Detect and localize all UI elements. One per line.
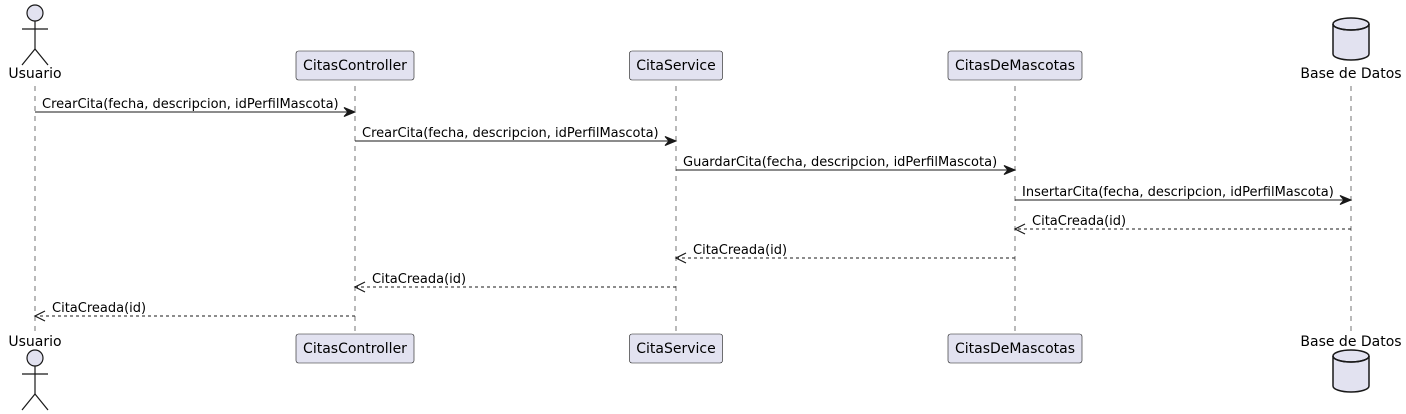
participant-label: Base de Datos [1300, 334, 1401, 350]
message-6: CitaCreada(id) [674, 243, 1015, 264]
participant-box [629, 333, 723, 364]
participant-label: CitaService [636, 58, 715, 74]
database-icon [1332, 17, 1370, 61]
participant-label: Usuario [8, 334, 61, 350]
message-label: CrearCita(fecha, descripcion, idPerfilMa… [42, 97, 339, 112]
message-5: CitaCreada(id) [1013, 214, 1351, 235]
participant-box [295, 50, 415, 81]
participant-label: Base de Datos [1300, 66, 1401, 82]
participant-basededatos-bottom: Base de Datos [1300, 334, 1402, 393]
message-label: CitaCreada(id) [52, 301, 146, 316]
message-label: CrearCita(fecha, descripcion, idPerfilMa… [362, 126, 659, 141]
participant-citaservice-bottom: CitaService [629, 333, 723, 364]
participant-citasdemascotas-top: CitasDeMascotas [947, 50, 1083, 81]
participant-citasdemascotas-bottom: CitasDeMascotas [947, 333, 1083, 364]
participant-box [295, 333, 415, 364]
participant-label: CitasDeMascotas [955, 341, 1075, 357]
message-label: CitaCreada(id) [372, 272, 466, 287]
actor-usuario-bottom: Usuario [8, 334, 62, 411]
participant-box [947, 50, 1083, 81]
participant-citascontroller-bottom: CitasController [295, 333, 415, 364]
participant-label: CitaService [636, 341, 715, 357]
message-label: CitaCreada(id) [693, 243, 787, 258]
message-label: CitaCreada(id) [1032, 214, 1126, 229]
message-8: CitaCreada(id) [33, 301, 355, 322]
message-4: InsertarCita(fecha, descripcion, idPerfi… [1015, 185, 1353, 205]
database-icon [1332, 349, 1370, 393]
participant-basededatos-top: Base de Datos [1300, 17, 1402, 82]
arrowhead [1013, 223, 1026, 235]
participant-box [629, 50, 723, 81]
arrowhead [33, 310, 46, 322]
participant-label: Usuario [8, 66, 61, 82]
actor-icon [21, 349, 49, 411]
arrowhead [1339, 195, 1353, 205]
participant-citaservice-top: CitaService [629, 50, 723, 81]
message-label: GuardarCita(fecha, descripcion, idPerfil… [683, 155, 997, 170]
arrowhead [664, 136, 678, 146]
participant-label: CitasController [303, 341, 407, 357]
message-3: GuardarCita(fecha, descripcion, idPerfil… [676, 155, 1017, 175]
participant-citascontroller-top: CitasController [295, 50, 415, 81]
participant-label: CitasDeMascotas [955, 58, 1075, 74]
arrowhead [343, 107, 357, 117]
participant-label: CitasController [303, 58, 407, 74]
participant-box [947, 333, 1083, 364]
arrowhead [1003, 165, 1017, 175]
actor-usuario-top: Usuario [8, 4, 62, 82]
message-2: CrearCita(fecha, descripcion, idPerfilMa… [355, 126, 678, 146]
arrowhead [353, 281, 366, 293]
message-label: InsertarCita(fecha, descripcion, idPerfi… [1022, 185, 1334, 200]
actor-icon [21, 4, 49, 66]
arrowhead [674, 252, 687, 264]
message-7: CitaCreada(id) [353, 272, 676, 293]
message-1: CrearCita(fecha, descripcion, idPerfilMa… [35, 97, 357, 117]
